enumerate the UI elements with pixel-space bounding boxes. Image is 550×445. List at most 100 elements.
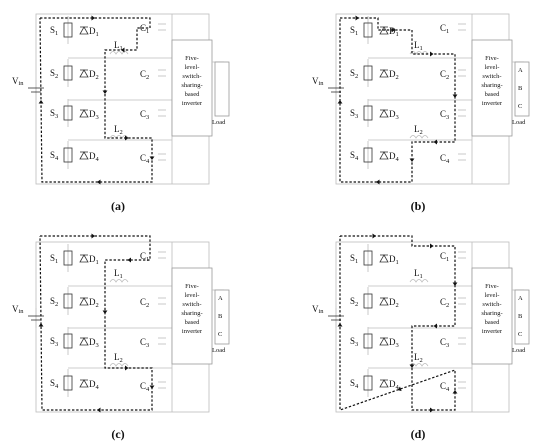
capacitor-3: C3 xyxy=(440,337,466,349)
diode-index: 4 xyxy=(396,156,400,163)
current-arrow-icon xyxy=(397,386,402,392)
switch-label: S1 xyxy=(350,25,358,37)
diode-label: D3 xyxy=(389,337,399,349)
current-arrow-icon xyxy=(337,323,343,327)
inverter-box xyxy=(171,39,213,137)
capacitor-index: 1 xyxy=(446,28,449,35)
diode-icon xyxy=(379,297,389,306)
inverter-text: based xyxy=(185,319,201,326)
load-box xyxy=(514,61,530,117)
diode-label: D2 xyxy=(389,297,399,309)
inductor-icon xyxy=(409,279,429,283)
switch-index: 1 xyxy=(355,30,358,37)
inductor-index: 2 xyxy=(120,129,123,136)
panel-caption: (a) xyxy=(111,199,125,213)
inverter-text: based xyxy=(485,319,501,326)
load-label: Load xyxy=(212,119,226,126)
current-arrow-icon xyxy=(38,323,44,327)
inverter-text: level- xyxy=(485,64,500,71)
panel-b: VinS1D1S2D2S3D3S4D4L1L2C1C2C3C4Five-leve… xyxy=(312,13,530,213)
capacitor-label: C4 xyxy=(140,153,150,165)
inverter-text: Five- xyxy=(485,55,499,62)
vin-subscript: in xyxy=(319,308,325,315)
diode-label: D2 xyxy=(89,69,99,81)
diode-icon xyxy=(79,337,89,346)
switch-icon xyxy=(63,105,73,121)
capacitor-index: 2 xyxy=(446,302,449,309)
capacitor-label: C1 xyxy=(140,23,149,35)
diode-label: D3 xyxy=(389,109,399,121)
vin-label: Vin xyxy=(312,76,324,87)
capacitor-3: C3 xyxy=(140,337,166,349)
inductor-label: L2 xyxy=(414,124,423,136)
diode-index: 4 xyxy=(396,384,400,391)
diode-label: D3 xyxy=(89,337,99,349)
switch-icon xyxy=(363,147,373,163)
diode-icon xyxy=(379,151,389,160)
current-arrow-icon xyxy=(149,156,155,160)
switch-index: 3 xyxy=(355,341,358,348)
switch-label: S4 xyxy=(50,378,59,390)
inductor-2: L2 xyxy=(409,352,429,367)
inductor-2: L2 xyxy=(109,124,129,139)
switch-diode-3: S3 D3 xyxy=(350,327,399,355)
switch-label: S3 xyxy=(50,336,58,348)
inductor-icon xyxy=(409,363,429,367)
switch-label: S2 xyxy=(350,68,358,80)
diode-icon xyxy=(379,254,389,263)
switch-label: S2 xyxy=(350,296,358,308)
panel-caption: (c) xyxy=(111,427,124,441)
load-terminal-C: C xyxy=(518,103,522,110)
switch-icon xyxy=(63,147,73,163)
capacitor-label: C1 xyxy=(440,251,449,263)
switch-label: S3 xyxy=(350,108,358,120)
capacitor-index: 3 xyxy=(146,114,149,121)
current-path xyxy=(39,17,153,183)
capacitor-index: 2 xyxy=(146,302,149,309)
switch-label: S1 xyxy=(50,25,58,37)
switch-label: S3 xyxy=(50,108,58,120)
capacitor-index: 3 xyxy=(446,342,449,349)
inverter-text: Five- xyxy=(185,283,199,290)
capacitor-label: C3 xyxy=(140,109,149,121)
diode-label: D4 xyxy=(389,379,400,391)
diode-icon xyxy=(79,254,89,263)
current-arrow-icon xyxy=(337,100,343,104)
diode-index: 2 xyxy=(396,302,399,309)
inductor-icon xyxy=(109,135,129,139)
inverter-box xyxy=(171,267,213,365)
capacitor-4: C4 xyxy=(440,153,466,165)
capacitor-4: C4 xyxy=(440,381,466,393)
current-arrow-icon xyxy=(409,364,415,368)
capacitor-2: C2 xyxy=(440,297,466,309)
current-arrow-icon xyxy=(127,257,131,263)
switch-diode-3: S3 D3 xyxy=(50,327,99,355)
load-terminal-C: C xyxy=(518,331,522,338)
load-block: Load xyxy=(212,61,230,126)
current-arrow-icon xyxy=(125,135,129,141)
diode-label: D4 xyxy=(89,151,100,163)
current-arrow-icon xyxy=(430,243,434,249)
capacitor-label: C2 xyxy=(140,69,149,81)
diode-label: D1 xyxy=(389,26,399,38)
load-terminal-B: B xyxy=(518,85,523,92)
switch-index: 4 xyxy=(55,383,59,390)
vin-label: Vin xyxy=(12,76,24,87)
inverter-text: Five- xyxy=(185,55,199,62)
inductor-index: 1 xyxy=(120,45,123,52)
switch-label: S3 xyxy=(350,336,358,348)
inverter-text: level- xyxy=(485,292,500,299)
capacitor-index: 4 xyxy=(446,386,450,393)
current-arrow-icon xyxy=(38,100,44,104)
capacitor-4: C4 xyxy=(140,153,166,165)
capacitor-index: 4 xyxy=(446,158,450,165)
capacitor-index: 3 xyxy=(446,114,449,121)
